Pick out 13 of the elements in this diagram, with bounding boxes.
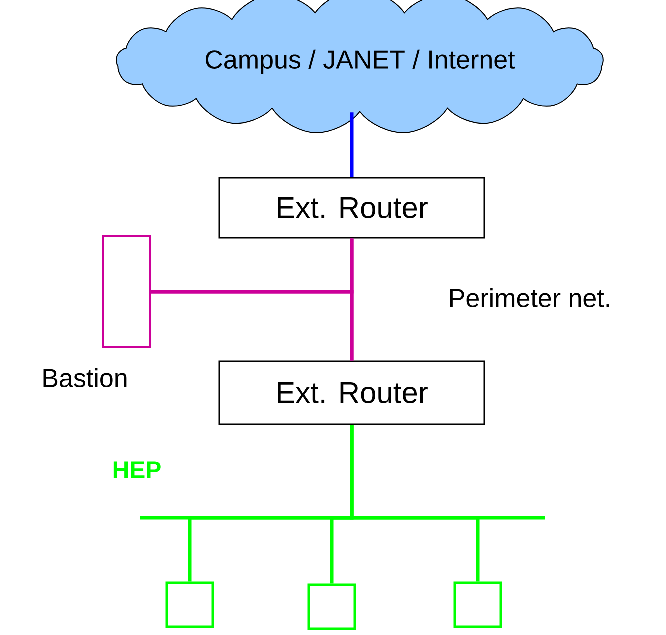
node-caption: Bastion: [44, 368, 127, 388]
network-label: HEP: [114, 462, 161, 478]
router-box: Ext. Router: [218, 177, 486, 239]
terminal-box: [308, 584, 356, 630]
bastion-box: [102, 236, 152, 348]
connector-line: [152, 290, 354, 361]
network-label: Perimeter net.: [450, 288, 610, 308]
cloud: Campus / JANET / Internet: [116, 0, 604, 134]
router-box: Ext. Router: [218, 360, 486, 426]
terminal-box: [166, 582, 214, 628]
terminal-box: [454, 582, 502, 628]
connector-line: [350, 425, 480, 582]
connector-line: [350, 112, 354, 178]
